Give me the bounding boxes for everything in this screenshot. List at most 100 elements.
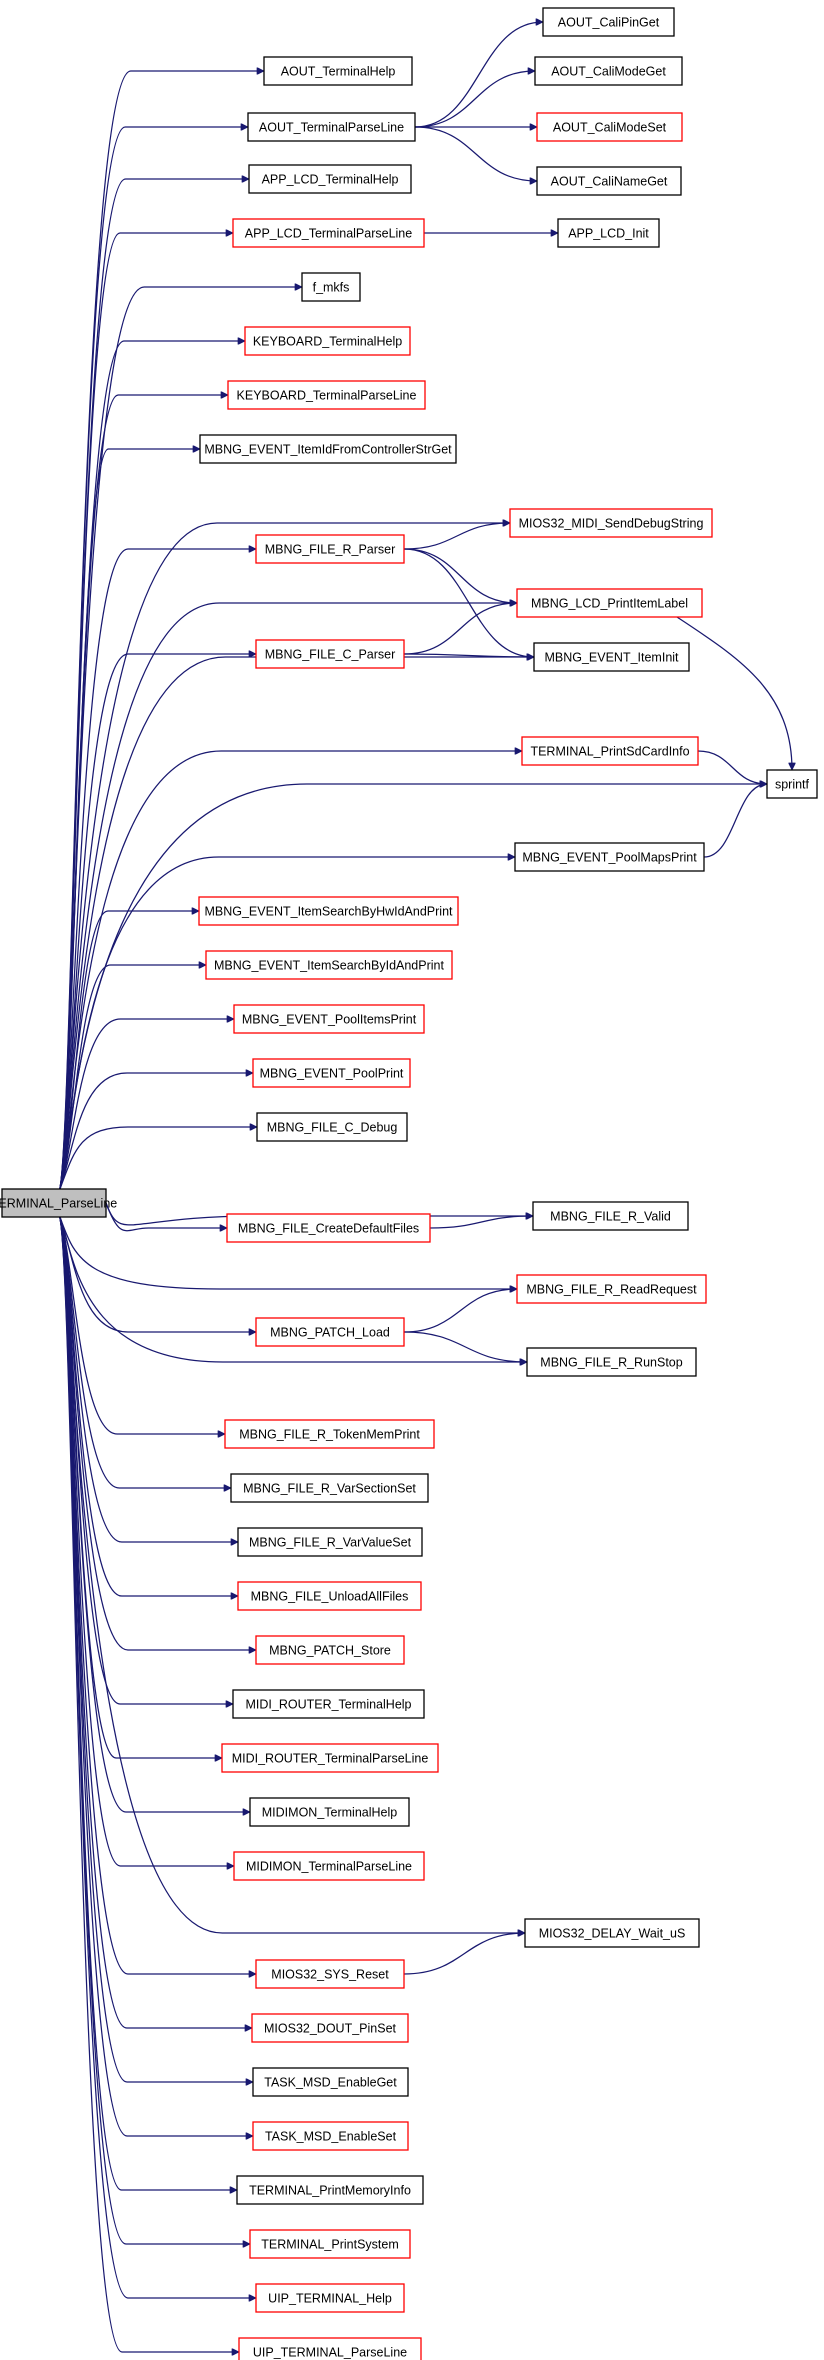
node-label: MBNG_EVENT_ItemSearchByIdAndPrint	[214, 959, 444, 973]
edge-aout_parse-to-aout_pinget	[414, 22, 543, 128]
node-ev_search_id[interactable]: MBNG_EVENT_ItemSearchByIdAndPrint	[205, 950, 453, 980]
node-ev_search_hw[interactable]: MBNG_EVENT_ItemSearchByHwIdAndPrint	[198, 896, 459, 926]
node-box	[221, 1743, 439, 1773]
node-box	[524, 1918, 700, 1948]
node-label: AOUT_CaliPinGet	[558, 16, 660, 30]
node-box	[227, 380, 426, 410]
edge-root-to-lcd_label	[58, 603, 517, 1192]
node-label: MIOS32_SYS_Reset	[271, 1968, 389, 1982]
node-label: TASK_MSD_EnableGet	[264, 2076, 397, 2090]
edge-root-to-var_section	[58, 1214, 231, 1488]
node-file_c_debug[interactable]: MBNG_FILE_C_Debug	[256, 1112, 408, 1142]
node-pool_print[interactable]: MBNG_EVENT_PoolPrint	[252, 1058, 411, 1088]
node-box	[247, 112, 416, 142]
node-box	[301, 272, 361, 302]
node-label: MBNG_EVENT_PoolMapsPrint	[522, 851, 697, 865]
node-box	[526, 1347, 697, 1377]
node-box	[205, 950, 453, 980]
edge-root-to-patch_store	[58, 1214, 256, 1650]
node-lcd_label[interactable]: MBNG_LCD_PrintItemLabel	[516, 588, 703, 618]
node-ev_iteminit[interactable]: MBNG_EVENT_ItemInit	[533, 642, 690, 672]
node-box	[536, 166, 682, 196]
node-read_request[interactable]: MBNG_FILE_R_ReadRequest	[516, 1274, 707, 1304]
node-box	[533, 642, 690, 672]
node-aout_nameget[interactable]: AOUT_CaliNameGet	[536, 166, 682, 196]
node-sprintf[interactable]: sprintf	[766, 769, 818, 799]
edge-file_c_parser-to-lcd_label	[403, 603, 517, 655]
node-app_lcd_parse[interactable]: APP_LCD_TerminalParseLine	[232, 218, 425, 248]
node-box	[251, 2013, 409, 2043]
node-create_default[interactable]: MBNG_FILE_CreateDefaultFiles	[226, 1213, 431, 1243]
node-box	[237, 1581, 422, 1611]
node-box	[232, 1689, 425, 1719]
node-router_help[interactable]: MIDI_ROUTER_TerminalHelp	[232, 1689, 425, 1719]
node-uip_parse[interactable]: UIP_TERMINAL_ParseLine	[238, 2337, 422, 2360]
node-box	[1, 1188, 107, 1218]
node-msd_set[interactable]: TASK_MSD_EnableSet	[252, 2121, 409, 2151]
edges-layer	[58, 22, 792, 2352]
node-f_mkfs[interactable]: f_mkfs	[301, 272, 361, 302]
node-box	[230, 1473, 429, 1503]
node-delay[interactable]: MIOS32_DELAY_Wait_uS	[524, 1918, 700, 1948]
node-label: APP_LCD_TerminalParseLine	[245, 227, 412, 241]
node-print_system[interactable]: TERMINAL_PrintSystem	[249, 2229, 411, 2259]
edge-root-to-ev_search_id	[58, 965, 206, 1192]
edge-file_r_parser-to-midi_debug	[403, 523, 510, 550]
node-aout_parse[interactable]: AOUT_TerminalParseLine	[247, 112, 416, 142]
node-label: AOUT_TerminalParseLine	[259, 121, 404, 135]
node-kb_parse[interactable]: KEYBOARD_TerminalParseLine	[227, 380, 426, 410]
node-label: MBNG_FILE_R_Parser	[265, 543, 396, 557]
node-label: MBNG_FILE_R_ReadRequest	[526, 1283, 697, 1297]
node-aout_modeget[interactable]: AOUT_CaliModeGet	[534, 56, 683, 86]
edge-sys_reset-to-delay	[403, 1933, 525, 1975]
node-router_parse[interactable]: MIDI_ROUTER_TerminalParseLine	[221, 1743, 439, 1773]
node-uip_help[interactable]: UIP_TERMINAL_Help	[255, 2283, 405, 2313]
node-mem_info[interactable]: TERMINAL_PrintMemoryInfo	[236, 2175, 424, 2205]
node-file_r_valid[interactable]: MBNG_FILE_R_Valid	[532, 1201, 689, 1231]
edge-create_default-to-file_r_valid	[429, 1216, 533, 1229]
node-file_r_parser[interactable]: MBNG_FILE_R_Parser	[255, 534, 405, 564]
node-pool_items[interactable]: MBNG_EVENT_PoolItemsPrint	[233, 1004, 425, 1034]
node-app_lcd_init[interactable]: APP_LCD_Init	[557, 218, 660, 248]
node-patch_load[interactable]: MBNG_PATCH_Load	[255, 1317, 405, 1347]
edge-aout_parse-to-aout_nameget	[414, 126, 537, 181]
node-app_lcd_help[interactable]: APP_LCD_TerminalHelp	[248, 164, 412, 194]
node-token_mem[interactable]: MBNG_FILE_R_TokenMemPrint	[224, 1419, 435, 1449]
edge-file_r_parser-to-lcd_label	[403, 548, 517, 603]
edge-root-to-read_request	[58, 1214, 517, 1289]
node-aout_modeset[interactable]: AOUT_CaliModeSet	[536, 112, 683, 142]
node-midi_debug[interactable]: MIOS32_MIDI_SendDebugString	[509, 508, 713, 538]
node-sdcard[interactable]: TERMINAL_PrintSdCardInfo	[521, 736, 699, 766]
edge-root-to-delay	[58, 1214, 525, 1933]
node-box	[252, 2067, 409, 2097]
node-dout_pinset[interactable]: MIOS32_DOUT_PinSet	[251, 2013, 409, 2043]
node-label: TERMINAL_PrintSystem	[261, 2238, 399, 2252]
node-var_value[interactable]: MBNG_FILE_R_VarValueSet	[237, 1527, 423, 1557]
edge-root-to-file_c_parser	[58, 654, 256, 1192]
node-sys_reset[interactable]: MIOS32_SYS_Reset	[255, 1959, 405, 1989]
node-label: MBNG_EVENT_PoolItemsPrint	[242, 1013, 417, 1027]
node-unload_all[interactable]: MBNG_FILE_UnloadAllFiles	[237, 1581, 422, 1611]
node-kb_help[interactable]: KEYBOARD_TerminalHelp	[244, 326, 411, 356]
node-var_section[interactable]: MBNG_FILE_R_VarSectionSet	[230, 1473, 429, 1503]
node-box	[255, 1959, 405, 1989]
node-midimon_parse[interactable]: MIDIMON_TerminalParseLine	[233, 1851, 425, 1881]
node-midimon_help[interactable]: MIDIMON_TerminalHelp	[249, 1797, 410, 1827]
node-label: MBNG_EVENT_ItemInit	[544, 651, 679, 665]
node-runstop[interactable]: MBNG_FILE_R_RunStop	[526, 1347, 697, 1377]
node-box	[226, 1213, 431, 1243]
node-file_c_parser[interactable]: MBNG_FILE_C_Parser	[255, 639, 405, 669]
node-msd_get[interactable]: TASK_MSD_EnableGet	[252, 2067, 409, 2097]
node-poolmaps[interactable]: MBNG_EVENT_PoolMapsPrint	[514, 842, 705, 872]
edge-root-to-app_lcd_parse	[58, 233, 233, 1192]
edge-root-to-pool_items	[58, 1019, 234, 1192]
node-ev_itemid[interactable]: MBNG_EVENT_ItemIdFromControllerStrGet	[199, 434, 457, 464]
node-aout_pinget[interactable]: AOUT_CaliPinGet	[542, 7, 675, 37]
node-label: MBNG_FILE_C_Parser	[265, 648, 396, 662]
node-aout_help[interactable]: AOUT_TerminalHelp	[263, 56, 413, 86]
node-label: f_mkfs	[313, 281, 350, 295]
node-box	[198, 896, 459, 926]
node-box	[514, 842, 705, 872]
edge-poolmaps-to-sprintf	[703, 784, 767, 858]
node-patch_store[interactable]: MBNG_PATCH_Store	[255, 1635, 405, 1665]
